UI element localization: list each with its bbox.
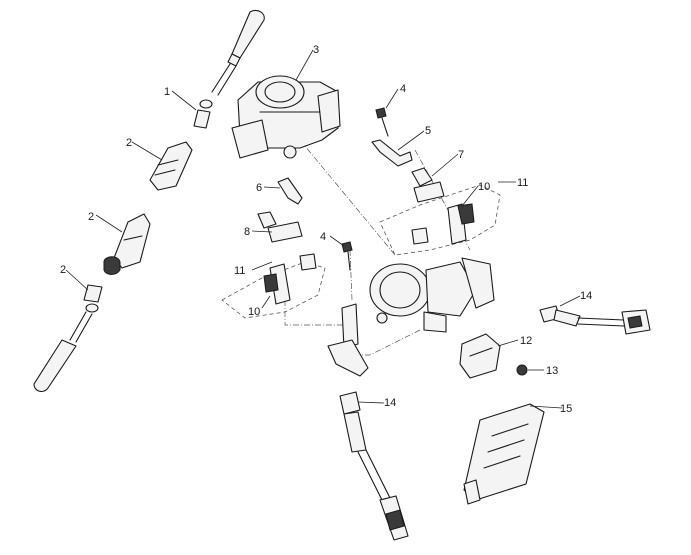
harness-cable-upper — [193, 9, 265, 129]
connector-part-2-middle — [103, 213, 151, 275]
bolt-part-4-lower — [341, 241, 353, 271]
callout-11-left: 11 — [234, 265, 245, 277]
callout-5: 5 — [425, 125, 431, 137]
callout-15: 15 — [560, 403, 572, 415]
sensor-part-8 — [257, 211, 303, 243]
callout-3: 3 — [313, 44, 319, 56]
callout-2-lower: 2 — [60, 264, 66, 276]
bolt-part-4-upper — [375, 107, 389, 137]
nut-part-13 — [516, 364, 528, 376]
callout-14-lower: 14 — [384, 397, 396, 409]
throttle-body-part-3 — [231, 75, 341, 159]
assembly-centerlines — [284, 139, 471, 356]
sensor-part-14-lower — [339, 391, 409, 541]
injector-part-10-left — [263, 253, 317, 305]
bracket-part-6 — [277, 177, 303, 205]
callout-7: 7 — [458, 149, 464, 161]
callout-8: 8 — [244, 226, 250, 238]
callout-11-right: 11 — [517, 177, 528, 189]
connector-part-2-lower — [33, 284, 103, 393]
callout-10-right: 10 — [478, 181, 490, 193]
callout-4-upper: 4 — [400, 83, 406, 95]
lever-bracket-lower — [327, 303, 369, 377]
sensor-part-12 — [459, 333, 501, 379]
group-outline-11-left — [221, 261, 326, 319]
callout-12: 12 — [520, 335, 532, 347]
callout-13: 13 — [546, 365, 558, 377]
callout-14-right: 14 — [580, 290, 592, 302]
sensor-part-7 — [411, 167, 445, 203]
callout-4-lower: 4 — [320, 231, 326, 243]
leader-lines — [65, 49, 581, 409]
bracket-part-5 — [371, 139, 413, 167]
callout-6: 6 — [256, 182, 262, 194]
callout-labels: 1 2 2 2 3 4 4 5 6 7 8 10 10 11 11 12 13 … — [60, 44, 592, 415]
throttle-body-assembly-center — [369, 257, 495, 333]
ecu-part-15 — [463, 403, 545, 505]
callout-1: 1 — [164, 86, 170, 98]
injector-part-10-right — [411, 203, 475, 245]
callout-2-upper: 2 — [126, 137, 132, 149]
sensor-part-14-right — [539, 305, 651, 335]
callout-10-left: 10 — [248, 306, 260, 318]
connector-part-2-upper — [149, 141, 193, 191]
callout-2-middle: 2 — [88, 211, 94, 223]
group-outline-11-right — [379, 184, 501, 256]
